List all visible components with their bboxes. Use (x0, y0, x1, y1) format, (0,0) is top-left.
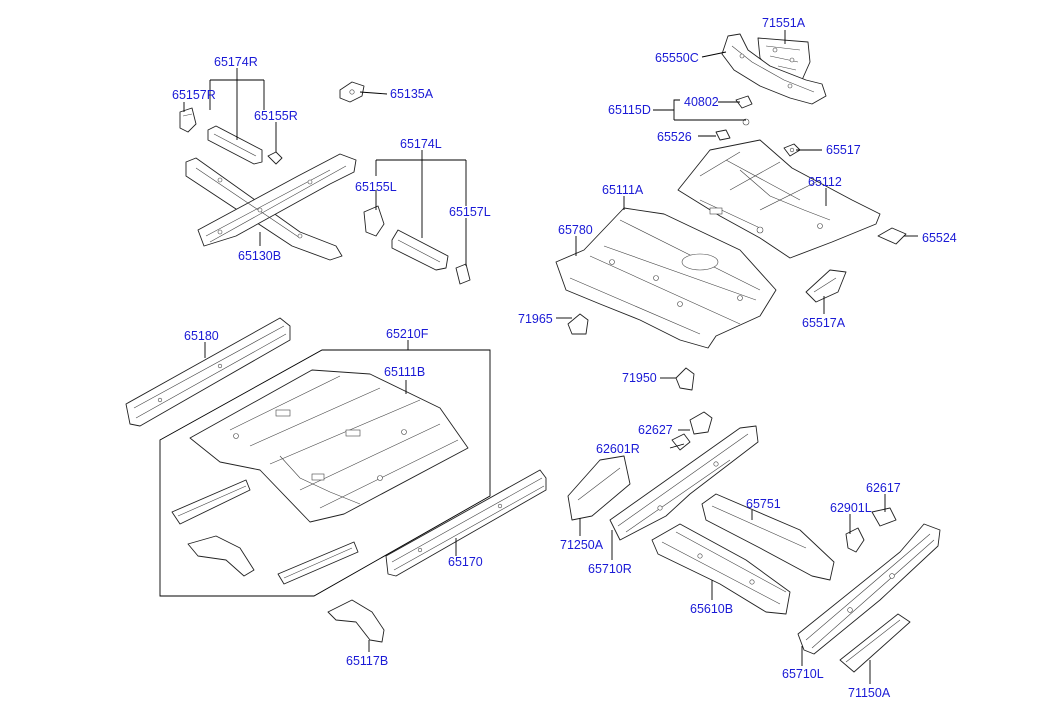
label-65135a[interactable]: 65135A (390, 87, 434, 101)
part-65117b[interactable] (327, 599, 385, 643)
part-71250a[interactable] (567, 455, 631, 521)
part-62627[interactable] (689, 411, 713, 435)
part-65210f-member-a[interactable] (171, 479, 251, 525)
label-65524[interactable]: 65524 (922, 231, 957, 245)
part-65524[interactable] (877, 227, 907, 245)
part-65174r[interactable] (207, 125, 263, 165)
label-65130b[interactable]: 65130B (238, 249, 281, 263)
label-65526[interactable]: 65526 (657, 130, 692, 144)
part-62617[interactable] (871, 507, 897, 527)
label-65174l[interactable]: 65174L (400, 137, 442, 151)
part-71950[interactable] (675, 367, 695, 391)
label-65155l[interactable]: 65155L (355, 180, 397, 194)
part-labels: 71551A 65550C 65174R 65135A 65157R 65155… (172, 16, 957, 700)
label-65550c[interactable]: 65550C (655, 51, 699, 65)
part-65751[interactable] (701, 493, 835, 581)
label-65517[interactable]: 65517 (826, 143, 861, 157)
label-65157r[interactable]: 65157R (172, 88, 216, 102)
label-65155r[interactable]: 65155R (254, 109, 298, 123)
part-65111b[interactable] (189, 369, 469, 523)
part-65180[interactable] (125, 317, 291, 427)
label-40802[interactable]: 40802 (684, 95, 719, 109)
label-65174r[interactable]: 65174R (214, 55, 258, 69)
part-65170[interactable] (385, 469, 547, 577)
part-65130b[interactable] (185, 153, 357, 261)
leader-lines (183, 30, 918, 684)
part-65517a[interactable] (805, 269, 847, 303)
part-65157l[interactable] (455, 263, 471, 285)
part-65610b[interactable] (651, 523, 791, 615)
label-65111a[interactable]: 65111A (602, 183, 644, 197)
part-62901l[interactable] (845, 527, 865, 553)
part-65155l[interactable] (363, 205, 385, 237)
label-65170[interactable]: 65170 (448, 555, 483, 569)
label-65111b[interactable]: 65111B (384, 365, 425, 379)
label-65710l[interactable]: 65710L (782, 667, 824, 681)
part-65112[interactable] (677, 139, 881, 259)
label-65117b[interactable]: 65117B (346, 654, 388, 668)
label-65180[interactable]: 65180 (184, 329, 219, 343)
label-65710r[interactable]: 65710R (588, 562, 632, 576)
label-71965[interactable]: 71965 (518, 312, 553, 326)
part-71150a[interactable] (839, 613, 911, 673)
part-65174l[interactable] (391, 229, 449, 271)
part-65135a[interactable] (339, 81, 365, 103)
part-65111a[interactable] (555, 207, 777, 349)
label-71551a[interactable]: 71551A (762, 16, 806, 30)
label-65517a[interactable]: 65517A (802, 316, 846, 330)
group-box-65210f (159, 349, 491, 597)
label-65115d[interactable]: 65115D (608, 103, 651, 117)
label-71950[interactable]: 71950 (622, 371, 657, 385)
part-71965[interactable] (567, 313, 589, 335)
part-65210f-member-c[interactable] (277, 541, 359, 585)
part-65210f-member-b[interactable] (187, 535, 255, 577)
part-62601r[interactable] (671, 433, 691, 451)
part-65155r[interactable] (267, 151, 283, 165)
label-65751[interactable]: 65751 (746, 497, 781, 511)
label-62617[interactable]: 62617 (866, 481, 901, 495)
label-65610b[interactable]: 65610B (690, 602, 733, 616)
part-40802[interactable] (735, 95, 753, 126)
label-62627[interactable]: 62627 (638, 423, 673, 437)
label-71150a[interactable]: 71150A (848, 686, 891, 700)
part-65550c[interactable] (721, 33, 827, 105)
label-65157l[interactable]: 65157L (449, 205, 491, 219)
part-65710l[interactable] (797, 523, 941, 655)
part-65710r[interactable] (609, 425, 759, 541)
label-65112[interactable]: 65112 (808, 175, 842, 189)
label-71250a[interactable]: 71250A (560, 538, 604, 552)
label-62901l[interactable]: 62901L (830, 501, 872, 515)
part-65526[interactable] (715, 129, 731, 141)
label-62601r[interactable]: 62601R (596, 442, 640, 456)
part-65157r[interactable] (179, 107, 197, 133)
label-65780[interactable]: 65780 (558, 223, 593, 237)
label-65210f[interactable]: 65210F (386, 327, 429, 341)
